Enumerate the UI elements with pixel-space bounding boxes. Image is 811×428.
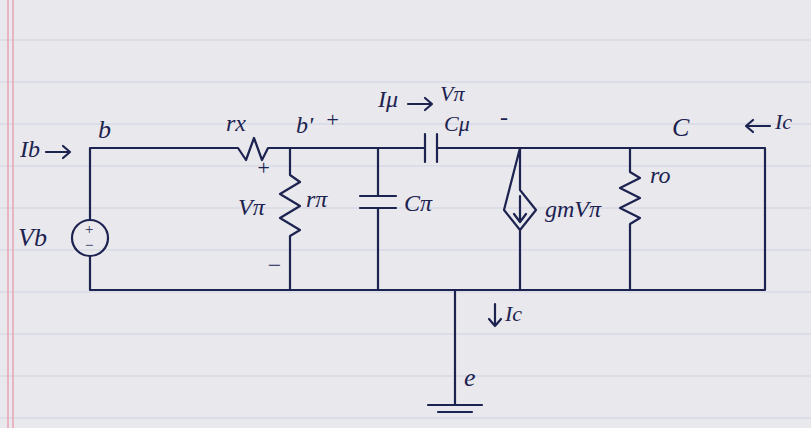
circuit-label: + — [256, 156, 271, 180]
circuit-label: − — [85, 237, 93, 254]
circuit-label: + — [85, 221, 93, 238]
circuit-label: Ib — [20, 136, 40, 162]
ruled-line — [0, 376, 811, 377]
resistor-symbol — [620, 148, 640, 290]
margin-lines — [8, 0, 13, 428]
circuit-label: b' — [296, 112, 313, 138]
circuit-label: Ic — [505, 302, 522, 326]
margin-line — [12, 0, 14, 428]
voltage-source-symbol — [72, 220, 108, 256]
margin-line — [7, 0, 9, 428]
wire — [90, 148, 765, 290]
capacitor-symbol — [360, 148, 396, 290]
ruled-line — [0, 124, 811, 125]
ruled-line — [0, 82, 811, 83]
circuit-label: − — [266, 252, 282, 278]
ruled-line — [0, 418, 811, 419]
ruled-line — [0, 40, 811, 41]
ruled-line — [0, 166, 811, 167]
circuit-label: rx — [226, 110, 246, 136]
ground-symbol — [428, 290, 482, 412]
circuit-label: C — [672, 114, 689, 143]
current-arrow — [408, 98, 432, 110]
capacitor-symbol — [425, 134, 437, 162]
circuit-label: Ic — [775, 110, 792, 134]
circuit-label: Vb — [18, 224, 47, 253]
circuit-label: + — [325, 108, 340, 132]
circuit — [46, 98, 770, 412]
current-source-symbol — [504, 148, 536, 290]
circuit-label: Cμ — [444, 112, 470, 136]
circuit-label: Cπ — [404, 190, 432, 216]
current-arrow — [46, 146, 70, 158]
circuit-label: Iμ — [378, 86, 398, 112]
circuit-label: Vπ — [238, 194, 265, 220]
current-arrow — [746, 120, 770, 132]
circuit-label: gmVπ — [545, 196, 601, 222]
circuit-label: e — [464, 364, 476, 393]
ruled-line — [0, 292, 811, 293]
circuit-label: ro — [650, 162, 670, 188]
ruled-line — [0, 334, 811, 335]
circuit-label: - — [500, 104, 508, 130]
circuit-label: b — [98, 116, 111, 145]
circuit-label: Vπ — [440, 82, 464, 106]
circuit-label: rπ — [306, 186, 327, 212]
current-arrow — [489, 304, 501, 326]
current-arrow — [514, 196, 526, 222]
ruled-line — [0, 250, 811, 251]
paper-lines — [0, 40, 811, 418]
resistor-symbol — [280, 148, 300, 290]
